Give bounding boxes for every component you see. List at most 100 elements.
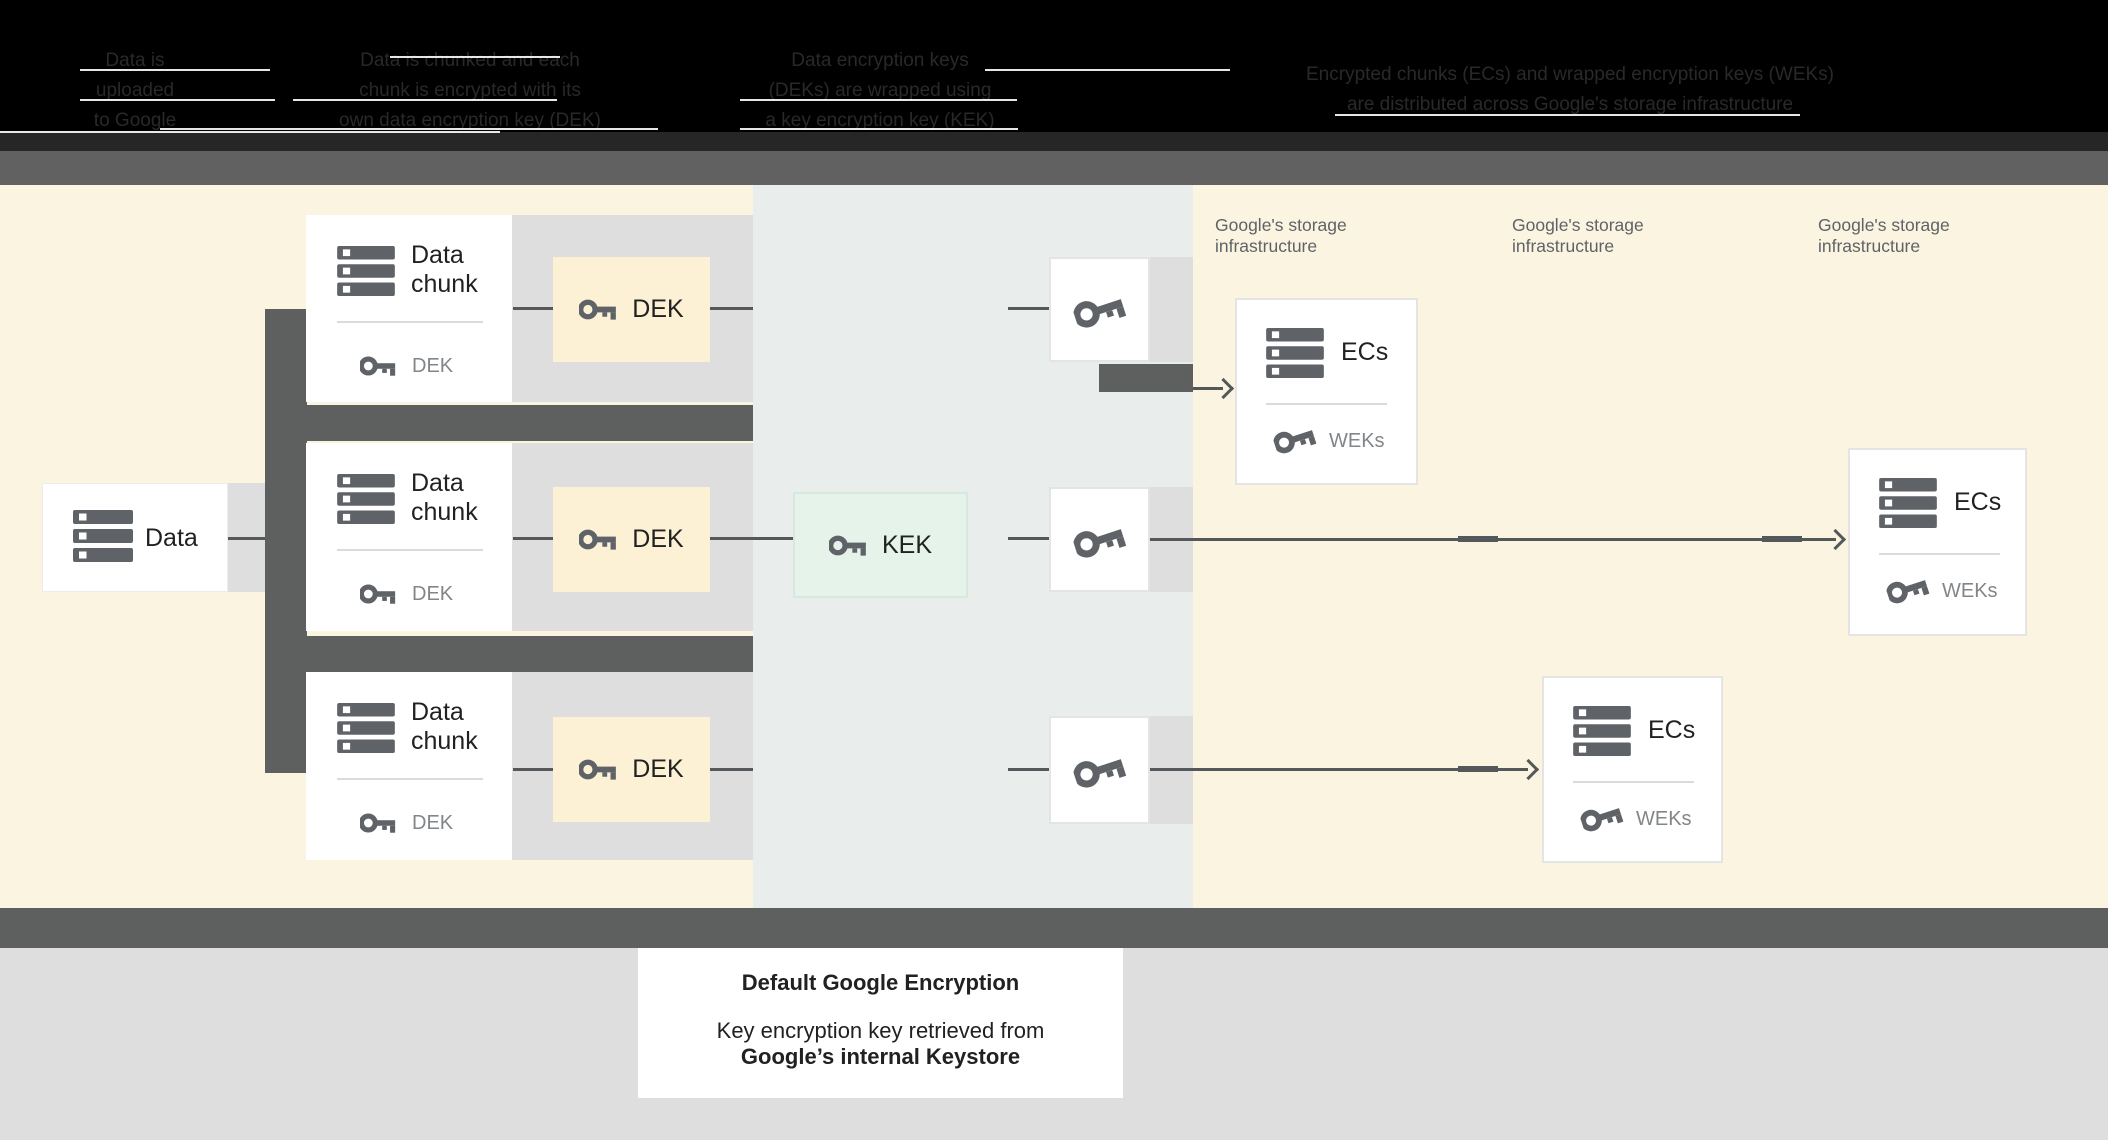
connector-line [1008,768,1049,771]
step-caption-4: Encrypted chunks (ECs) and wrapped encry… [1306,64,1834,115]
ecs-server-icon [1573,706,1631,756]
header-artifact-line [293,99,557,101]
dek-key-icon [360,581,397,607]
connector-line [1008,307,1049,310]
kek-box: KEK [793,492,968,598]
dek-label: DEK [632,525,684,553]
chunk-dek-label: DEK [412,355,454,377]
dek-box-3: DEK [553,717,710,822]
ecs-server-icon [1266,328,1324,378]
key-icon [579,296,618,323]
header-artifact-line [740,99,1017,101]
key-icon [579,756,618,783]
dek-key-icon [360,353,397,379]
dek-key-icon [360,810,397,836]
ecs-label: ECs [1954,488,2002,516]
header-artifact-line [80,69,270,71]
wrapped-key-icon [1069,284,1130,334]
ecs-box-1: ECs WEKs [1235,298,1418,485]
kek-key-icon [829,532,868,559]
ecs-box-3: ECs WEKs [1542,676,1723,863]
data-chunk-server-icon [337,246,395,296]
chunk-dek-label: DEK [412,812,454,834]
weks-label: WEKs [1942,580,1998,602]
arrow-joint-segment [1458,536,1498,542]
ecs-divider [1879,553,2000,555]
data-label: Data [145,524,198,552]
header-artifact-line [1335,114,1800,116]
arrow-joint-segment [1762,536,1802,542]
connector-line [710,307,753,310]
ecs-divider [1573,781,1694,783]
bottom-separator-bar [0,908,2108,948]
keywrap-row-band-1 [1150,257,1193,362]
header-artifact-line [740,128,1018,130]
connector-line [513,768,555,771]
wrapped-key-box-2 [1049,487,1150,592]
header-artifact-line [985,69,1230,71]
dek-box-2: DEK [553,487,710,592]
data-server-icon [73,510,133,562]
caption-line-2: Google’s internal Keystore [740,1044,1021,1069]
weks-label: WEKs [1329,430,1385,452]
arrow-line [1193,387,1223,390]
wrapped-key-icon [1069,745,1130,795]
weks-key-icon [1883,568,1932,610]
arrow-line [1150,768,1528,771]
wrapped-key-icon [1069,514,1130,564]
weks-key-icon [1270,418,1319,460]
ecs-server-icon [1879,478,1937,528]
chunk-divider [337,778,483,780]
connector-line [710,768,753,771]
key-icon [579,526,618,553]
ecs-label: ECs [1341,338,1389,366]
chunk-divider [337,549,483,551]
data-chunk-server-icon [337,703,395,753]
kek-label: KEK [881,530,933,559]
step-caption-3: Data encryption keys (DEKs) are wrapped … [765,50,995,131]
chunk-flow-bar-1 [265,405,753,441]
weks-key-icon [1577,796,1626,838]
data-to-trunk-line [228,537,268,540]
elbow-connector [1099,364,1193,392]
caption-box: Default Google Encryption Key encryption… [638,948,1123,1098]
header-artifact-line [160,128,658,130]
chunk-dek-label: DEK [412,583,454,605]
chunk-flow-bar-2 [265,636,753,672]
data-chunk-server-icon [337,474,395,524]
wrapped-key-box-3 [1049,716,1150,824]
dek-box-1: DEK [553,257,710,362]
header-artifact-line [390,56,560,58]
header-band [0,0,2108,151]
header-bottom-strip [0,132,2108,151]
ecs-label: ECs [1648,716,1696,744]
dek-label: DEK [632,295,684,323]
arrow-joint-segment [1458,766,1498,772]
weks-label: WEKs [1636,808,1692,830]
caption-line-1: Key encryption key retrieved from [716,1018,1045,1043]
wrapped-key-box-1 [1049,257,1150,362]
data-box: Data [42,483,228,592]
ecs-divider [1266,403,1387,405]
connector-line [1008,537,1049,540]
top-separator-bar [0,151,2108,185]
connector-line [513,537,555,540]
ecs-box-2: ECs WEKs [1848,448,2027,636]
connector-line [513,307,555,310]
dek-label: DEK [632,755,684,783]
connector-line [710,537,793,540]
header-artifact-line [0,131,500,133]
chunk-divider [337,321,483,323]
trunk-connector [265,309,307,773]
step-caption-2: Data is chunked and each chunk is encryp… [339,50,601,131]
